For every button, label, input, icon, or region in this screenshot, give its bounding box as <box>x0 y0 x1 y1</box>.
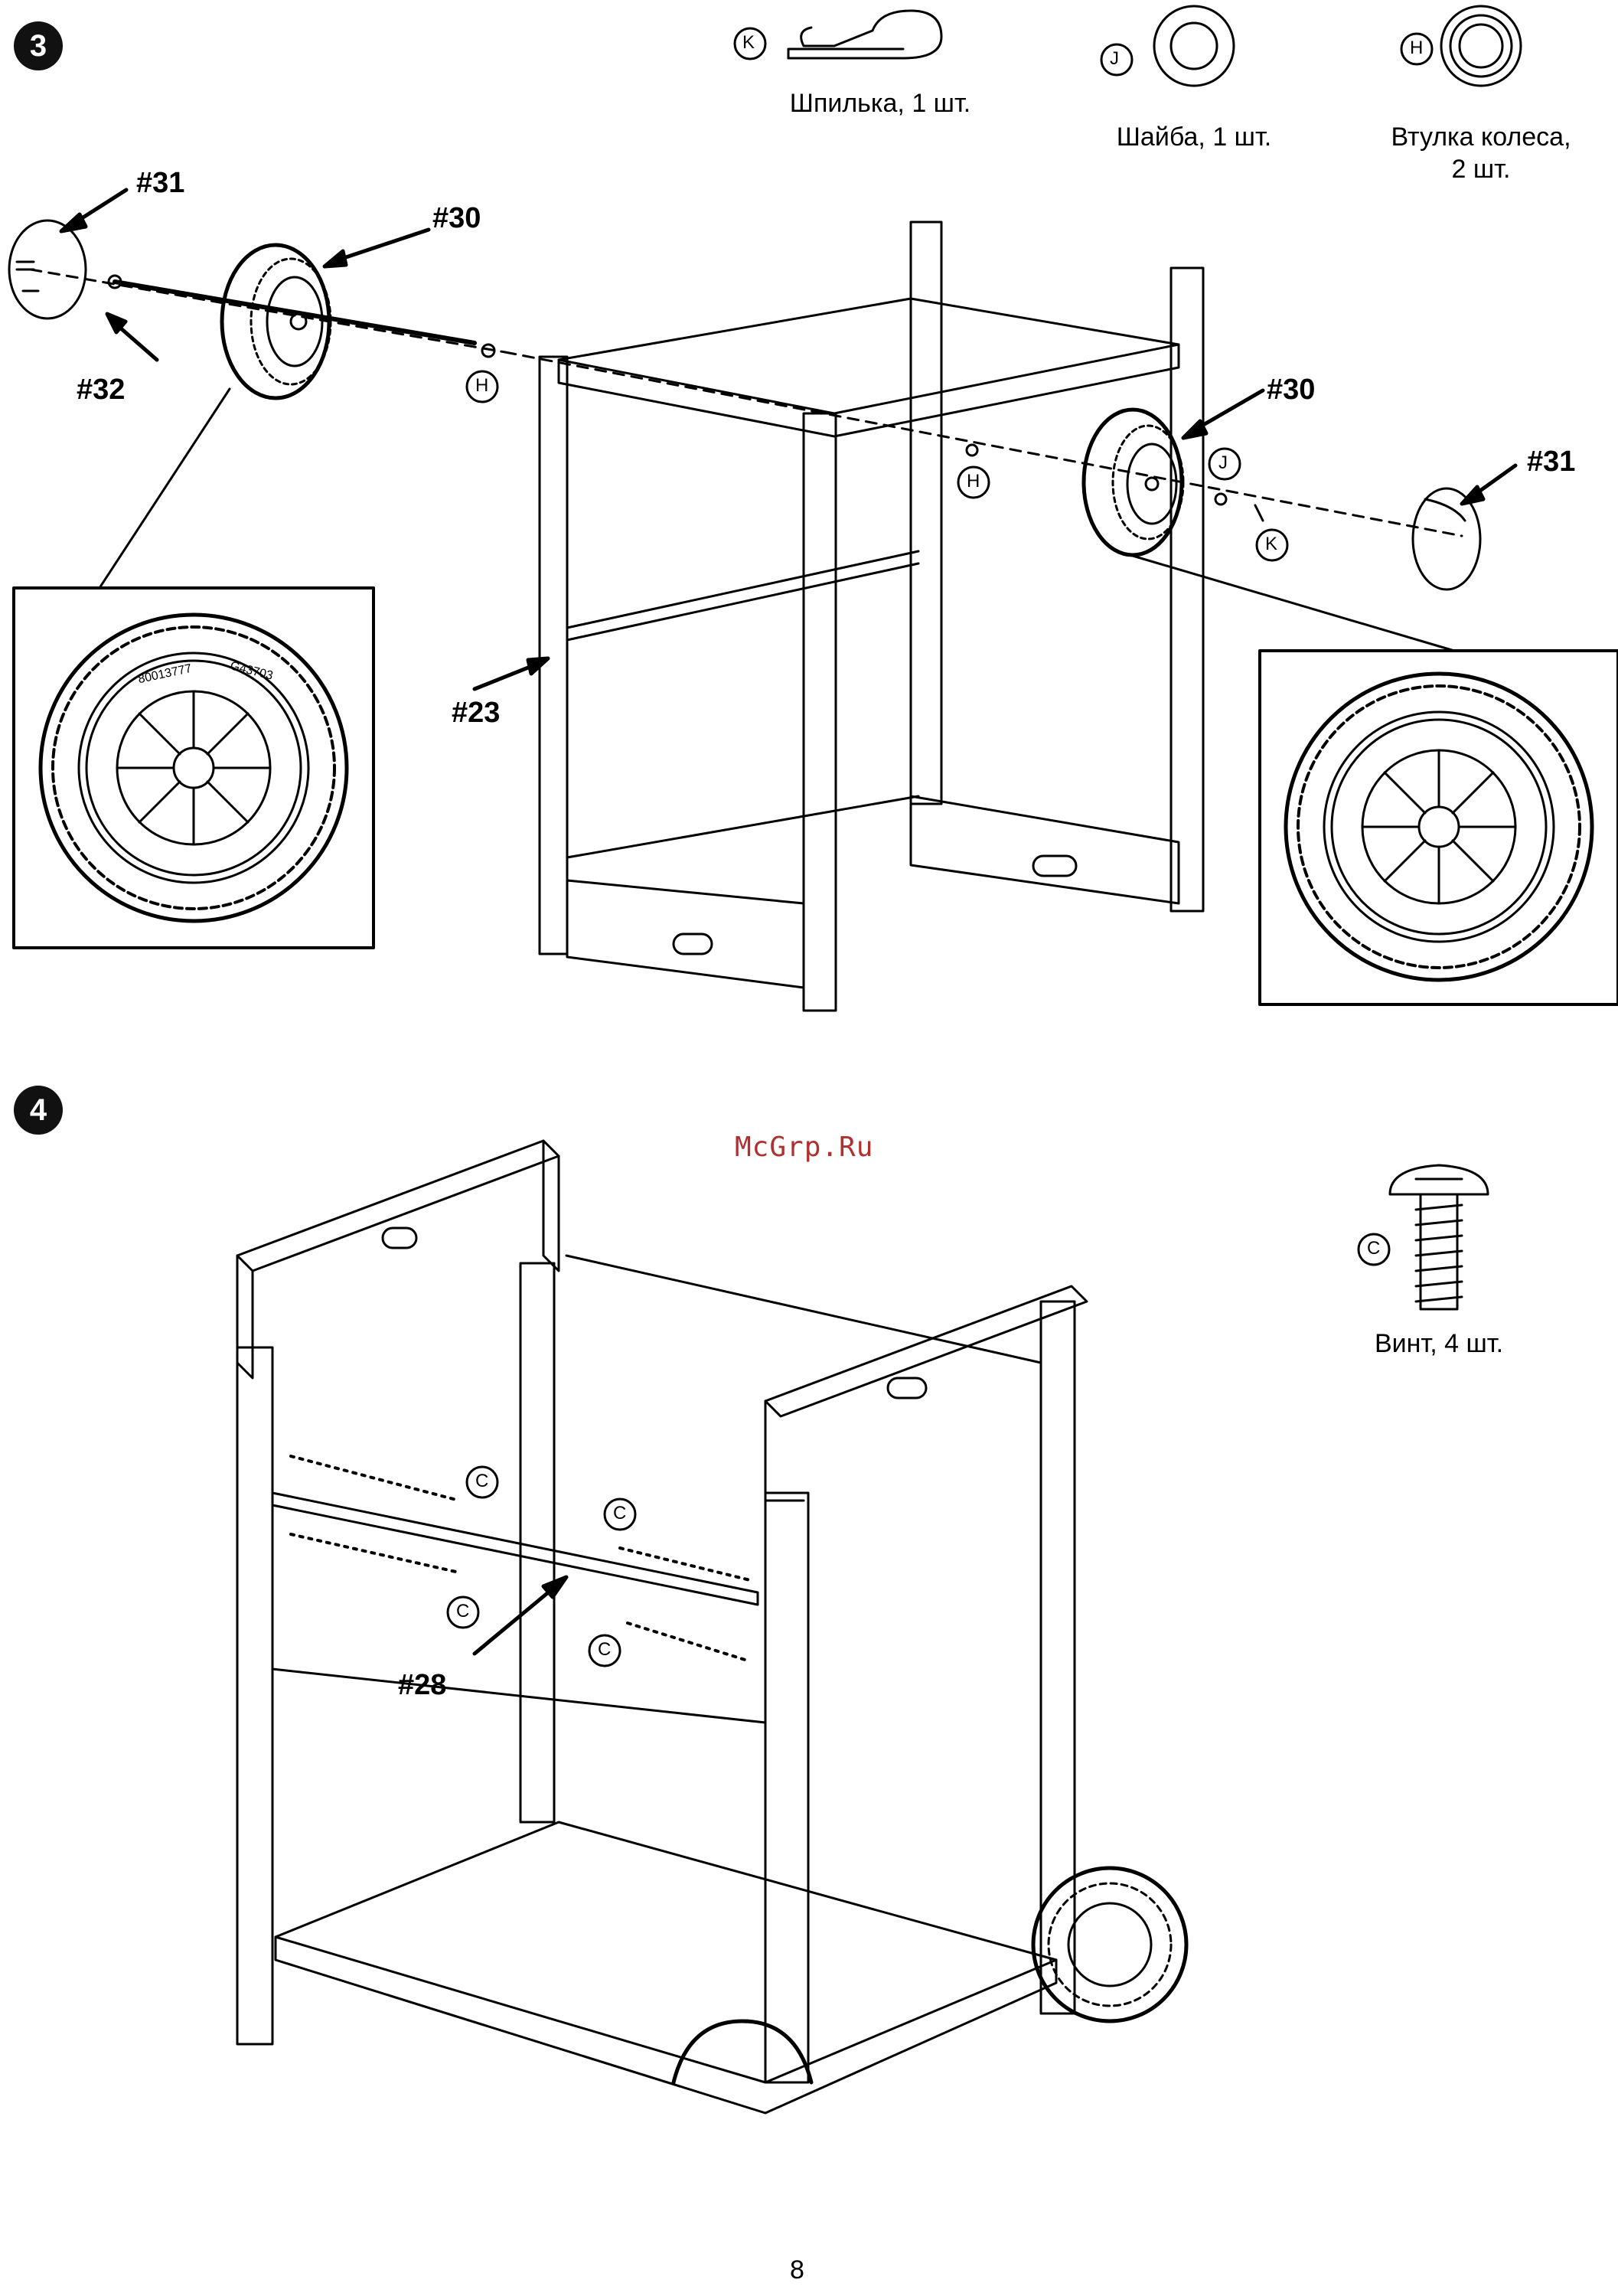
part-letter-k: K <box>742 32 755 54</box>
page-number: 8 <box>790 2255 804 2285</box>
wheel-detail-left <box>41 615 347 921</box>
screw-icon <box>1390 1165 1488 1309</box>
axle-drawing <box>109 276 475 343</box>
inline-letter-c-4: C <box>598 1639 611 1661</box>
callout-crossbar: #28 <box>398 1669 446 1702</box>
callout-axle: #32 <box>77 374 125 407</box>
inline-letter-c-2: C <box>613 1503 626 1524</box>
callout-hubcap-right: #31 <box>1527 446 1575 478</box>
part-caption-washer: Шайба, 1 шт. <box>1072 121 1316 153</box>
watermark: McGrp.Ru <box>735 1132 873 1163</box>
part-letter-j: J <box>1110 48 1119 70</box>
part-letter-c: C <box>1367 1238 1380 1259</box>
frame-drawing <box>540 222 1203 1011</box>
wheel-detail-right <box>1286 674 1592 980</box>
wheel-right-drawing <box>1084 410 1183 555</box>
callout-hubcap-left: #31 <box>136 167 184 200</box>
part-letter-h: H <box>1410 38 1423 59</box>
inline-letter-h-left: H <box>475 375 488 397</box>
inline-letter-c-1: C <box>475 1471 488 1492</box>
wheel-bushing-icon <box>1441 6 1521 86</box>
callout-wheel-left: #30 <box>432 202 481 235</box>
washer-icon <box>1154 6 1234 86</box>
hubcap-left-drawing <box>9 220 86 318</box>
part-caption-screw: Винт, 4 шт. <box>1316 1328 1561 1360</box>
part-caption-hitch-pin: Шпилька, 1 шт. <box>758 87 1003 119</box>
inline-letter-c-3: C <box>456 1601 469 1622</box>
part-caption-bushing: Втулка колеса, 2 шт. <box>1359 121 1603 185</box>
wheel-left-drawing <box>222 245 331 398</box>
callout-wheel-right: #30 <box>1267 374 1315 407</box>
callout-frame: #23 <box>452 697 500 730</box>
cart-drawing <box>237 1141 1186 2113</box>
inline-letter-j: J <box>1218 452 1228 474</box>
inline-letter-h-right: H <box>967 471 980 492</box>
step-3-badge: 3 <box>14 21 63 70</box>
hitch-pin-icon <box>788 11 941 58</box>
step-4-badge: 4 <box>14 1086 63 1135</box>
inline-letter-k: K <box>1265 534 1277 555</box>
